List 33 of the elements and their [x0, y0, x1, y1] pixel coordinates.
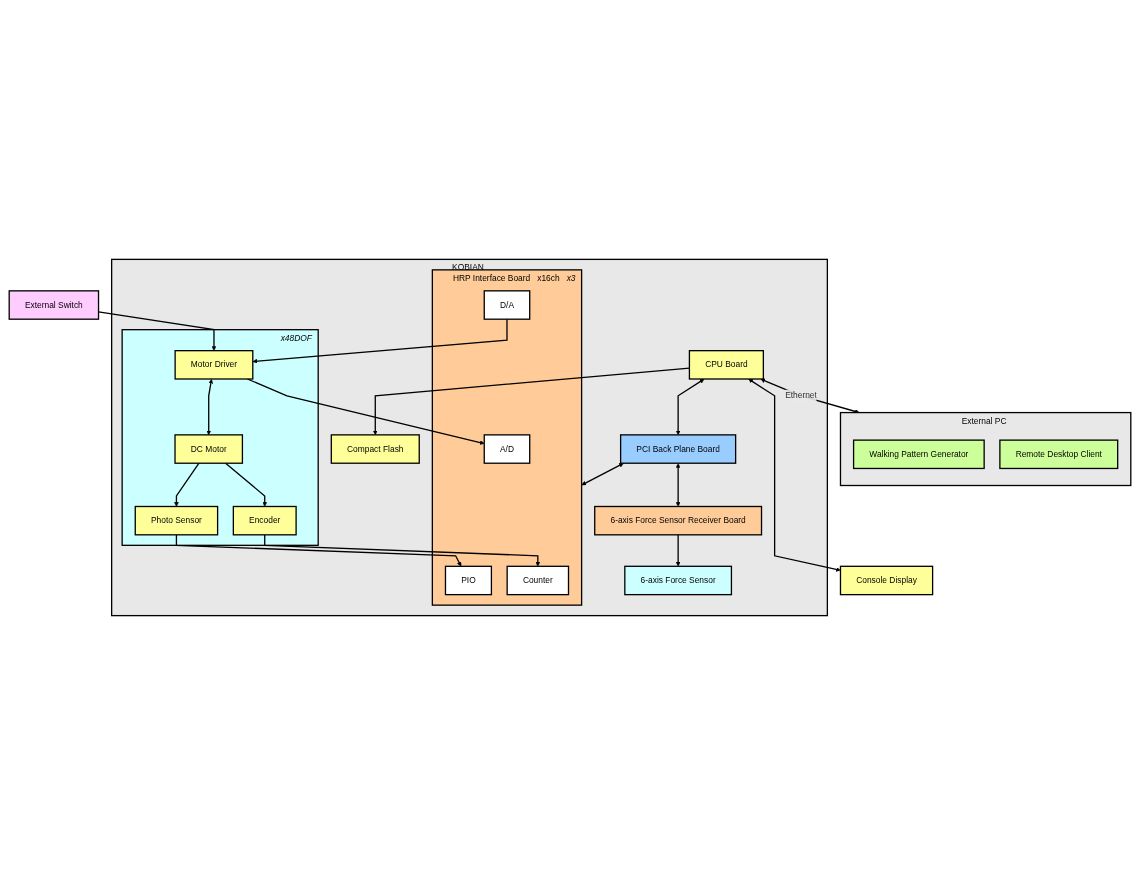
node-label: x48DOF	[280, 333, 312, 343]
node-box: CPU Board	[688, 350, 764, 380]
node-box: PCI Back Plane Board	[619, 434, 737, 464]
arrow	[760, 378, 860, 414]
cluster	[121, 329, 319, 546]
arrow	[748, 378, 841, 572]
node-box: Console Display	[839, 565, 934, 596]
node-box: 6-axis Force Sensor Receiver Board	[594, 505, 763, 536]
arrow	[224, 462, 268, 507]
node-label: x3	[566, 273, 576, 283]
node-box: 6-axis Force Sensor	[624, 565, 733, 596]
arrow	[206, 379, 214, 436]
node-box: Counter	[506, 565, 570, 596]
node-box: Remote Desktop Client	[999, 439, 1119, 470]
node-box: External Switch	[8, 290, 100, 320]
arrow	[675, 463, 681, 507]
node-box: PIO	[444, 565, 493, 596]
arrow	[252, 318, 508, 364]
arrow	[675, 534, 681, 567]
arrow	[581, 463, 624, 486]
node-box: Encoder	[232, 505, 297, 536]
node-box: Walking Pattern Generator	[852, 439, 985, 470]
arrow	[174, 462, 200, 507]
edge-label: Ethernet	[785, 391, 817, 400]
node-box: Photo Sensor	[134, 505, 219, 536]
arrow	[175, 534, 462, 567]
arrow	[264, 534, 541, 567]
node-box: D/A	[483, 290, 531, 320]
node-box: Compact Flash	[330, 434, 420, 464]
node-box: DC Motor	[174, 434, 244, 464]
node-box: Motor Driver	[174, 350, 254, 380]
arrow	[675, 378, 705, 436]
node-box: A/D	[483, 434, 531, 464]
